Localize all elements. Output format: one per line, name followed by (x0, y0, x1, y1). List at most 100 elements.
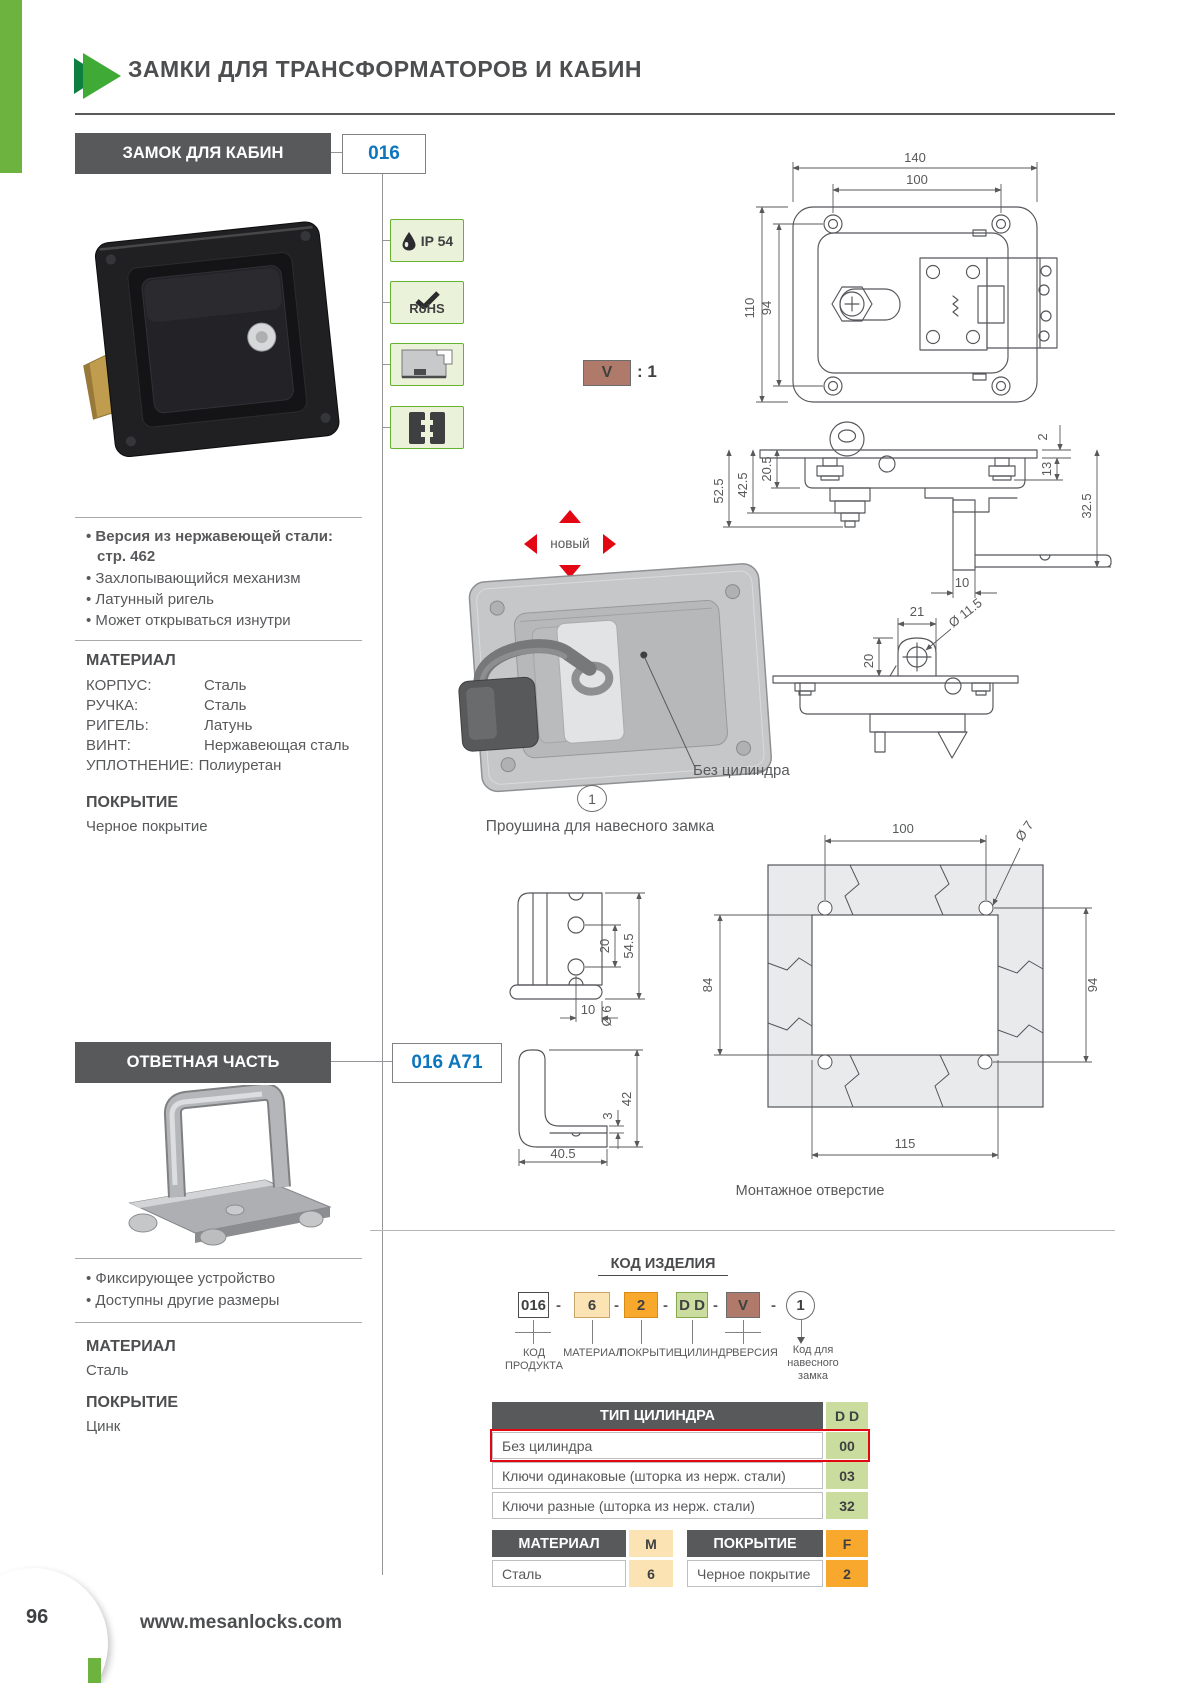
dim-label: 20.5 (759, 456, 774, 481)
connector-line (382, 240, 390, 241)
dim-label: 94 (759, 301, 774, 315)
feature-item: • Латунный ригель (86, 591, 214, 608)
section-header-cabin-lock: ЗАМОК ДЛЯ КАБИН (75, 133, 331, 174)
strike-code-badge: 016 A71 (392, 1043, 502, 1083)
code-separator: - (771, 1296, 776, 1314)
product-render-padlock (458, 563, 772, 793)
feature-item: • Версия из нержавеющей стали: (86, 528, 333, 545)
connector-line (331, 152, 342, 153)
dim-label: 54.5 (621, 933, 636, 958)
drawing-front-view: 140 100 110 94 (742, 150, 1058, 403)
material-value: Полиуретан (198, 757, 282, 774)
code-separator: - (713, 1296, 718, 1314)
product-code-badge: 016 (342, 134, 426, 174)
code-segment-coating: 2 (624, 1292, 658, 1318)
page-edge-tab (0, 0, 22, 173)
code-segment-material: 6 (574, 1292, 610, 1318)
dim-label: 20 (861, 654, 876, 668)
connector-line (515, 1332, 551, 1333)
material-row: КОРПУС: Сталь (86, 677, 376, 694)
dim-label: Ø 7 (1012, 818, 1036, 844)
panel-mount-icon (401, 349, 453, 378)
arrow-down-icon (559, 565, 581, 578)
chevron-right-icon (74, 53, 121, 99)
product-code-title: КОД ИЗДЕЛИЯ (598, 1256, 728, 1276)
table-row-label: Черное покрытие (687, 1560, 823, 1587)
coating-code-header: F (826, 1530, 868, 1557)
code-segment-padlock: 1 (786, 1291, 815, 1320)
code-label: ВЕРСИЯ (732, 1347, 778, 1359)
material-label: ВИНТ: (86, 737, 131, 754)
code-separator: - (556, 1296, 561, 1314)
drawing-side-view: 2 13 32.5 20.5 42.5 52.5 10 (711, 421, 1112, 598)
new-badge: новый (524, 510, 616, 578)
dim-label: 94 (1085, 978, 1100, 992)
badge-ip54: IP 54 (390, 219, 464, 262)
dim-label: 3 (600, 1112, 615, 1119)
coating-value: Цинк (86, 1418, 121, 1435)
table-row-label: Ключи разные (шторка из нерж. стали) (492, 1492, 823, 1519)
new-badge-label: новый (550, 536, 590, 551)
code-segment-product: 016 (518, 1292, 549, 1318)
dim-label: 13 (1039, 462, 1054, 476)
product-photo-cabin-lock (83, 221, 340, 458)
dim-label: 140 (904, 150, 926, 165)
mounting-hole-caption: Монтажное отверстие (735, 1183, 885, 1199)
page-title: ЗАМКИ ДЛЯ ТРАНСФОРМАТОРОВ И КАБИН (128, 56, 642, 82)
code-label: КОД ПРОДУКТА (505, 1347, 563, 1372)
material-label: РИГЕЛЬ: (86, 717, 149, 734)
code-label: Код для навесного замка (787, 1344, 839, 1382)
code-label: ПОКРЫТИЕ (619, 1347, 681, 1359)
table-row-code: 32 (826, 1492, 868, 1519)
feature-item: • Захлопывающийся механизм (86, 570, 301, 587)
section-header-strike: ОТВЕТНАЯ ЧАСТЬ (75, 1042, 331, 1083)
table-row-code: 00 (826, 1432, 868, 1459)
dim-label: 10 (581, 1002, 595, 1017)
code-segment-cylinder: D D (676, 1292, 708, 1318)
header-rule (75, 113, 1115, 115)
product-photo-strike (128, 1085, 332, 1246)
badge-rohs: RoHS (390, 281, 464, 324)
code-label: МАТЕРИАЛ (563, 1347, 623, 1359)
eye-caption: Проушина для навесного замка (485, 818, 715, 835)
dim-label: 42.5 (735, 472, 750, 497)
coating-title: ПОКРЫТИЕ (86, 1394, 178, 1411)
dim-label: 110 (742, 298, 757, 319)
rohs-label: RoHS (409, 301, 445, 316)
divider (75, 1258, 362, 1259)
material-label: КОРПУС: (86, 677, 152, 694)
code-separator: - (663, 1296, 668, 1314)
dim-label: 52.5 (711, 478, 726, 503)
connector-line (725, 1332, 761, 1333)
drawing-bracket-side: 42 3 40.5 (518, 1049, 643, 1166)
column-divider (382, 172, 383, 1575)
feature-item: • Доступны другие размеры (86, 1292, 280, 1309)
dim-label: 100 (892, 821, 914, 836)
connector-line (382, 427, 390, 428)
material-value: Нержавеющая сталь (204, 737, 350, 754)
coating-table-header: ПОКРЫТИЕ (687, 1530, 823, 1557)
connector-line (692, 1320, 693, 1344)
website-url: www.mesanlocks.com (140, 1612, 343, 1633)
cylinder-code-header: D D (826, 1402, 868, 1429)
drawing-mounting-hole: 100 Ø 7 84 94 115 (700, 818, 1100, 1159)
ip54-label: IP 54 (420, 232, 454, 249)
page-number: 96 (26, 1606, 49, 1628)
arrow-down-icon (797, 1337, 805, 1344)
table-row-label: Без цилиндра (492, 1432, 823, 1459)
material-value: Сталь (204, 697, 247, 714)
table-row-code: 2 (826, 1560, 868, 1587)
version-badge: V (583, 360, 631, 386)
connector-line (801, 1320, 802, 1337)
section-header-label: ОТВЕТНАЯ ЧАСТЬ (126, 1053, 280, 1071)
water-drop-icon (402, 231, 416, 250)
code-separator: - (614, 1296, 619, 1314)
footer-green-mark (88, 1658, 101, 1683)
connector-line (382, 302, 390, 303)
checkmark-icon (415, 291, 440, 309)
material-code-header: M (629, 1530, 673, 1557)
divider (75, 640, 362, 641)
material-value: Сталь (204, 677, 247, 694)
arrow-right-icon (603, 534, 616, 554)
